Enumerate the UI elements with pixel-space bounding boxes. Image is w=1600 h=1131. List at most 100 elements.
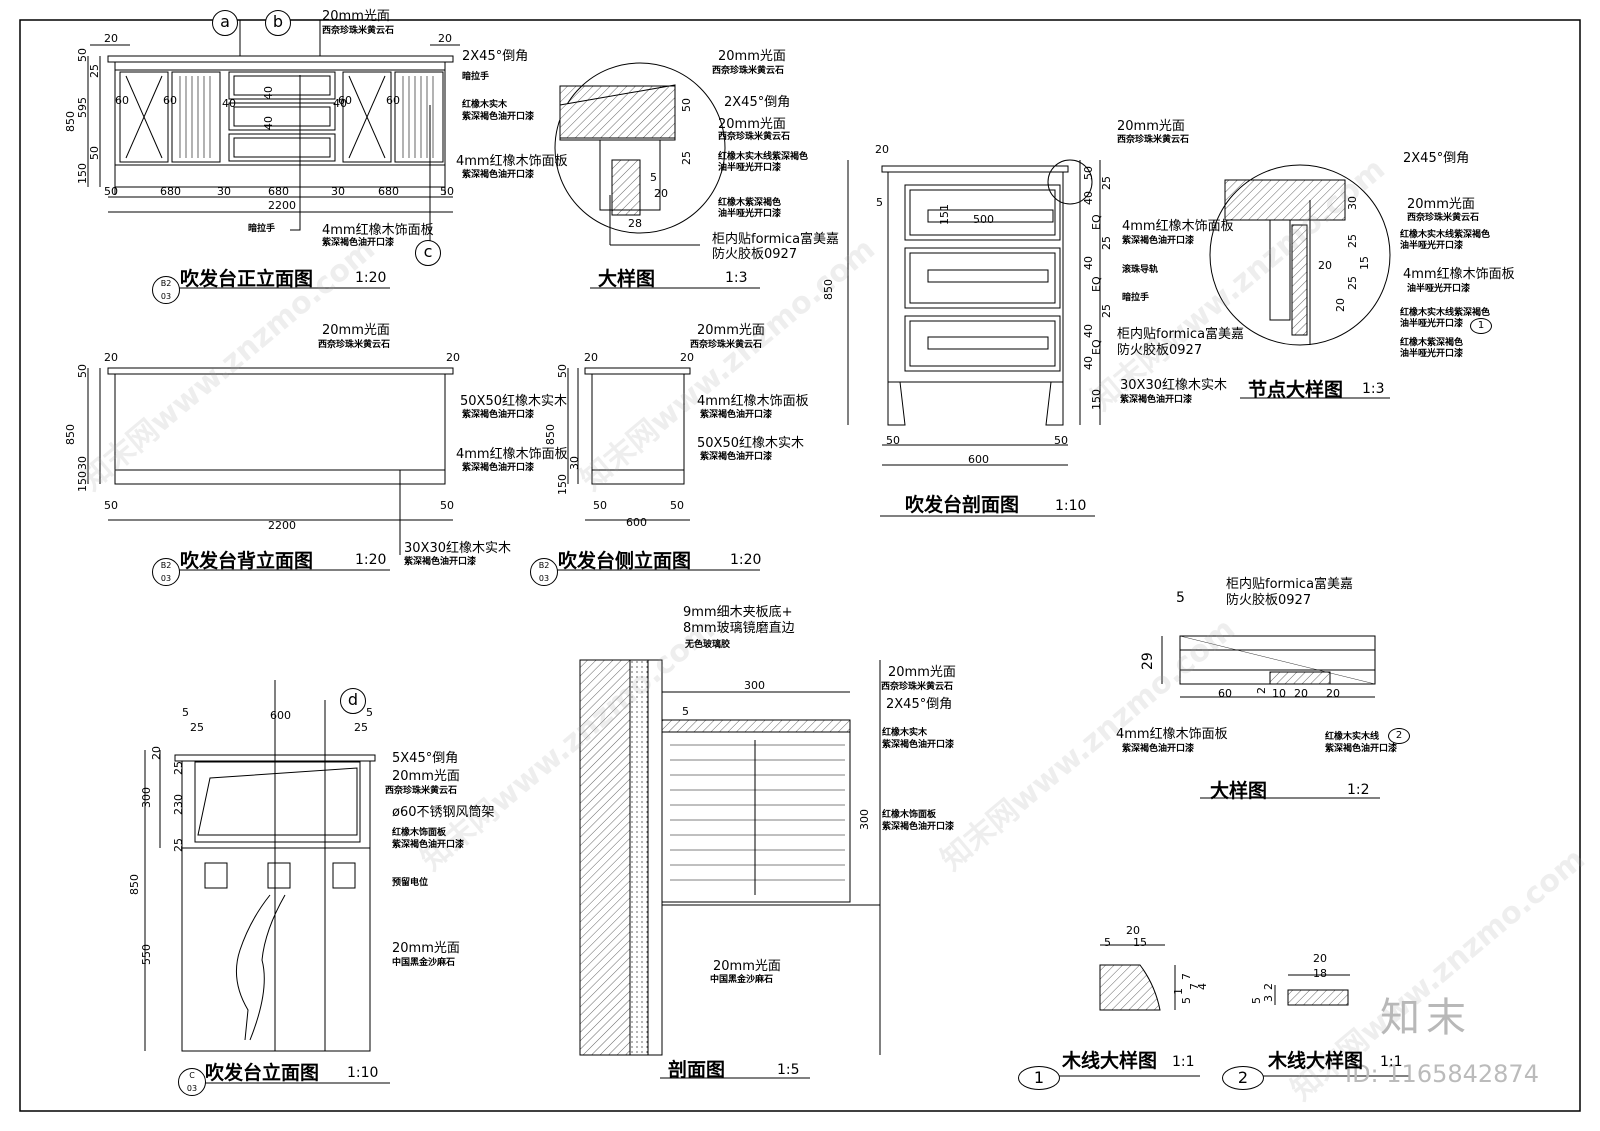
front-inner-dim: 60 [386,94,400,107]
detailb-title: 大样图 [1210,780,1268,802]
detail-a-label-wood2: 油半哑光开口漆 [718,163,782,173]
elevc-left-dim: 230 [172,794,185,815]
moulding1-title: 木线大样图 [1062,1050,1158,1072]
node-label-stone1: 20mm光面 [1407,197,1475,212]
detail-a-drawing [554,62,726,246]
front-left-dim: 50 [76,48,89,62]
node-detail-drawing [1209,164,1391,346]
node-label-wood2: 油半哑光开口漆 [1400,241,1464,251]
sec2-dim: 5 [682,705,689,718]
moulding2-scale: 1:1 [1380,1054,1403,1070]
moulding1-scale: 1:1 [1172,1054,1195,1070]
section-dim-top: 151 [938,204,951,225]
title-underlines [170,287,1410,1084]
sec2-label-wood1: 红橡木实木 [882,728,928,738]
elevc-label-panel2: 紫深褐色油开口漆 [392,840,465,850]
sec2-label-chamfer: 2X45°倒角 [886,697,953,712]
section-dim-right: 40 [1082,256,1095,270]
moulding2-dim: 20 [1313,952,1327,965]
elevc-left-dim: 850 [128,874,141,895]
back-label-stone2: 西奈珍珠米黄云石 [318,340,391,350]
detail-bubble-b: b [265,10,291,36]
node-label-panel2: 油半哑光开口漆 [1407,284,1471,294]
section-height-dim: 850 [822,279,835,300]
detail-a-dim: 25 [680,151,693,165]
detail-a-label-stone2: 西奈珍珠米黄云石 [712,66,785,76]
sec2-label-stone4: 中国黑金沙麻石 [710,975,774,985]
sec2-label-wood2: 紫深褐色油开口漆 [882,740,955,750]
sec2-label-stone1: 20mm光面 [888,665,956,680]
front-label-panel-b2: 紫深褐色油开口漆 [322,238,395,248]
section-label-stone2: 西奈珍珠米黄云石 [1117,135,1190,145]
detail-a-dim: 28 [628,217,642,230]
back-top-dim: 20 [446,351,460,364]
side-bottom-dim: 600 [626,516,647,529]
section-dim-right: 40 [1082,356,1095,370]
elevc-title: 吹发台立面图 [205,1062,320,1084]
front-elevation-drawing [87,20,460,245]
front-label-panel1: 4mm红橡木饰面板 [456,154,568,169]
elevc-label-pipe: ø60不锈钢风筒架 [392,805,495,820]
side-label-panel2: 紫深褐色油开口漆 [700,410,773,420]
node-dim: 20 [1318,259,1332,272]
elevc-top-dim: 600 [270,709,291,722]
detail-a-dim: 5 [650,171,657,184]
side-bottom-dim: 50 [670,499,684,512]
detailb-label-wood1: 红橡木实木线 [1325,732,1380,742]
node-bubble: 1 [1470,318,1492,334]
detail-a-label-stone3: 20mm光面 [718,117,786,132]
node-dim: 15 [1358,256,1371,270]
detail-a-label-formica1: 柜内贴formica富美嘉 [712,232,840,247]
front-inner-dim: 60 [338,94,352,107]
detailb-dim: 20 [1326,687,1340,700]
elevc-left-dim: 20 [150,746,163,760]
moulding1-dim: 15 [1133,936,1147,949]
detailb-label-formica1: 柜内贴formica富美嘉 [1226,577,1354,592]
back-elevation-drawing [87,367,454,555]
side-elevation-drawing [567,367,691,521]
section-dim-right: 25 [1100,236,1113,250]
elevc-label-stone4: 中国黑金沙麻石 [392,958,456,968]
section-scale: 1:10 [1055,498,1087,514]
front-bottom-dim: 680 [268,185,289,198]
front-inner-dim: 40 [262,116,275,130]
detailb-dim: 5 [1176,590,1185,606]
side-label-wood1: 50X50红橡木实木 [697,436,804,451]
section-label-formica1: 柜内贴formica富美嘉 [1117,327,1245,342]
node-scale: 1:3 [1362,381,1385,397]
node-label-stone2: 西奈珍珠米黄云石 [1407,213,1480,223]
elevc-label-stone3: 20mm光面 [392,941,460,956]
side-label-stone2: 西奈珍珠米黄云石 [690,340,763,350]
moulding2-dim: 2 [1262,983,1275,990]
section-dim-top: 20 [875,143,889,156]
section-label-formica2: 防火胶板0927 [1117,343,1203,358]
detailb-scale: 1:2 [1347,782,1370,798]
section-label-rail: 滚珠导轨 [1122,265,1159,275]
back-bottom-dim: 50 [440,499,454,512]
section-dim-right: EQ [1090,339,1103,355]
detailb-dim: 29 [1140,652,1156,670]
detail-a-title: 大样图 [598,268,656,290]
back-left-dim: 30 [76,456,89,470]
back-elev-title: 吹发台背立面图 [180,550,314,572]
detail-bubble-c: c [415,240,441,266]
side-left-dim: 150 [556,474,569,495]
elevc-left-dim: 25 [172,761,185,775]
front-label-panel2: 紫深褐色油开口漆 [462,170,535,180]
elevc-label-socket: 预留电位 [392,878,429,888]
sec2-label-panel2: 紫深褐色油开口漆 [882,822,955,832]
section-dim-right: 40 [1082,191,1095,205]
section-label-handle: 暗拉手 [1122,293,1150,303]
node-dim: 20 [1334,298,1347,312]
detail-a-scale: 1:3 [725,270,748,286]
section-dim-right: 25 [1100,304,1113,318]
elevc-label-stone1: 20mm光面 [392,769,460,784]
detail-a-dim: 50 [680,98,693,112]
front-inner-dim: 40 [333,97,347,110]
side-left-dim: 50 [556,364,569,378]
section-label-panel2: 紫深褐色油开口漆 [1122,236,1195,246]
node-label-wood6: 油半哑光开口漆 [1400,349,1464,359]
detailb-label-panel2: 紫深褐色油开口漆 [1122,744,1195,754]
detail-bubble-a: a [212,10,238,36]
